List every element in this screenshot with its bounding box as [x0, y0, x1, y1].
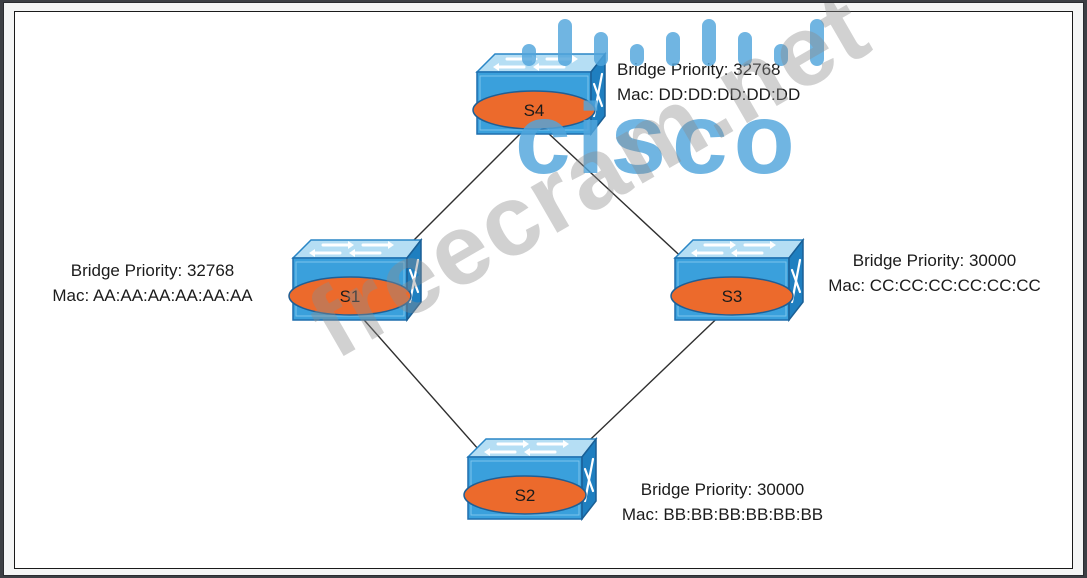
- switch-s3: S3: [670, 238, 805, 322]
- switch-name-label: S3: [722, 287, 743, 306]
- s2-mac: Mac: BB:BB:BB:BB:BB:BB: [621, 505, 824, 524]
- switch-name-label: S4: [524, 101, 545, 120]
- switch-name-oval: [463, 475, 587, 515]
- cisco-logo-bars-icon: [522, 19, 824, 66]
- s1-info-label: Bridge Priority: 32768 Mac: AA:AA:AA:AA:…: [25, 258, 280, 308]
- switch-name-oval: [288, 276, 412, 316]
- switch-name-label: S1: [340, 287, 361, 306]
- switch-name-label: S2: [515, 486, 536, 505]
- switch-name-oval: [670, 276, 794, 316]
- s1-priority: Bridge Priority: 32768: [70, 261, 235, 280]
- s2-info-label: Bridge Priority: 30000 Mac: BB:BB:BB:BB:…: [600, 477, 845, 527]
- s4-mac: Mac: DD:DD:DD:DD:DD: [617, 85, 801, 104]
- s4-priority: Bridge Priority: 32768: [617, 60, 781, 79]
- s3-mac: Mac: CC:CC:CC:CC:CC:CC: [828, 276, 1041, 295]
- s4-info-label: Bridge Priority: 32768 Mac: DD:DD:DD:DD:…: [617, 57, 800, 107]
- s3-priority: Bridge Priority: 30000: [852, 251, 1017, 270]
- s2-priority: Bridge Priority: 30000: [640, 480, 805, 499]
- switch-s1: S1: [288, 238, 423, 322]
- switch-s2: S2: [463, 437, 598, 521]
- switch-s4: S4: [472, 52, 607, 136]
- s1-mac: Mac: AA:AA:AA:AA:AA:AA: [52, 286, 253, 305]
- switch-name-oval: [472, 90, 596, 130]
- s3-info-label: Bridge Priority: 30000 Mac: CC:CC:CC:CC:…: [812, 248, 1057, 298]
